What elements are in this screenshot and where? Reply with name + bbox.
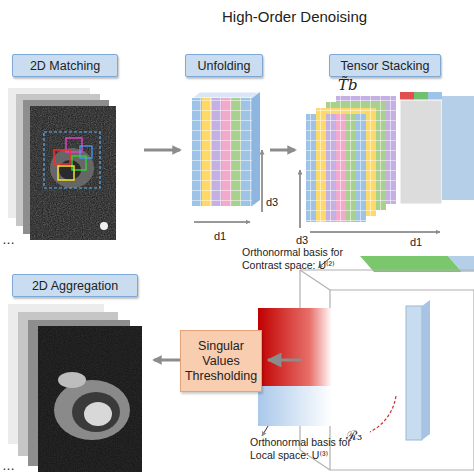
slab-top [192,92,260,98]
heart-shape [50,148,94,188]
bright-spot [100,222,108,230]
mri-stack [8,88,116,240]
dashed-curve [370,396,396,432]
stage-region: 2D Aggregation [4,274,154,472]
axis-arrow [262,150,263,212]
annotation-label: T̃b [338,76,368,94]
heart-cavity [84,402,112,426]
search-window [44,132,100,188]
flow-arrow [270,149,295,152]
stage-region: Unfolding [180,54,270,244]
local-basis-matrix [258,386,332,426]
diagram-title: High-Order Denoising [222,8,367,25]
mri-image [30,106,116,240]
stage-header: Tensor Stacking [329,54,441,77]
local-basis-matrix [258,308,332,386]
axis-arrow [310,232,440,233]
image-noise [30,106,116,240]
patch [80,146,92,158]
tensor-slice [400,100,442,204]
stage-header: 2D Aggregation [12,274,138,297]
annotation-label: … [2,458,22,474]
stacked-tensor [300,92,474,232]
stage-header: 2D Matching [12,54,118,77]
annotation-label: d1 [410,236,430,249]
annotation-label: … [2,232,22,248]
leader-arrow [262,426,268,436]
process-box: Singular Values Thresholding [180,330,262,392]
stage-header: Unfolding [185,54,263,77]
image-noise [38,326,142,472]
tensor-grid [306,114,366,222]
tensor-cell [414,92,428,100]
core-slice [406,306,422,440]
annotation-label: Orthonormal basis for Local space: U⁽³⁾ [250,436,366,461]
patch [54,150,70,164]
tensor-cell [428,92,442,100]
cube-edge [300,270,330,290]
mri-image [38,326,142,472]
stage-region: 2D Matching [4,54,144,244]
axis-arrow [194,222,250,223]
cube-edge [330,290,474,470]
annotation-label: Orthonormal basis for Contrast space: U⁽… [242,246,360,271]
heart-shape [54,380,130,440]
unfolded-matrix [192,92,262,222]
flow-arrow [268,359,302,362]
vessel [58,372,86,388]
stage-region: Tensor Stacking [295,54,474,244]
axis-arrow [300,170,301,228]
mri-stack [8,304,142,472]
flow-arrow [144,149,180,152]
process-label: Singular Values Thresholding [180,330,262,392]
heart-wall [72,392,120,432]
annotation-label: d1 [214,230,234,243]
slab-side [252,92,260,206]
tensor-slice [442,96,474,200]
matrix-grid [192,98,252,206]
annotation-label: d3 [296,234,316,247]
flow-arrow [154,359,180,362]
core-slice [422,300,430,440]
patch [58,166,74,180]
annotation-label: d3 [266,196,286,209]
tensor-cell [400,92,414,100]
